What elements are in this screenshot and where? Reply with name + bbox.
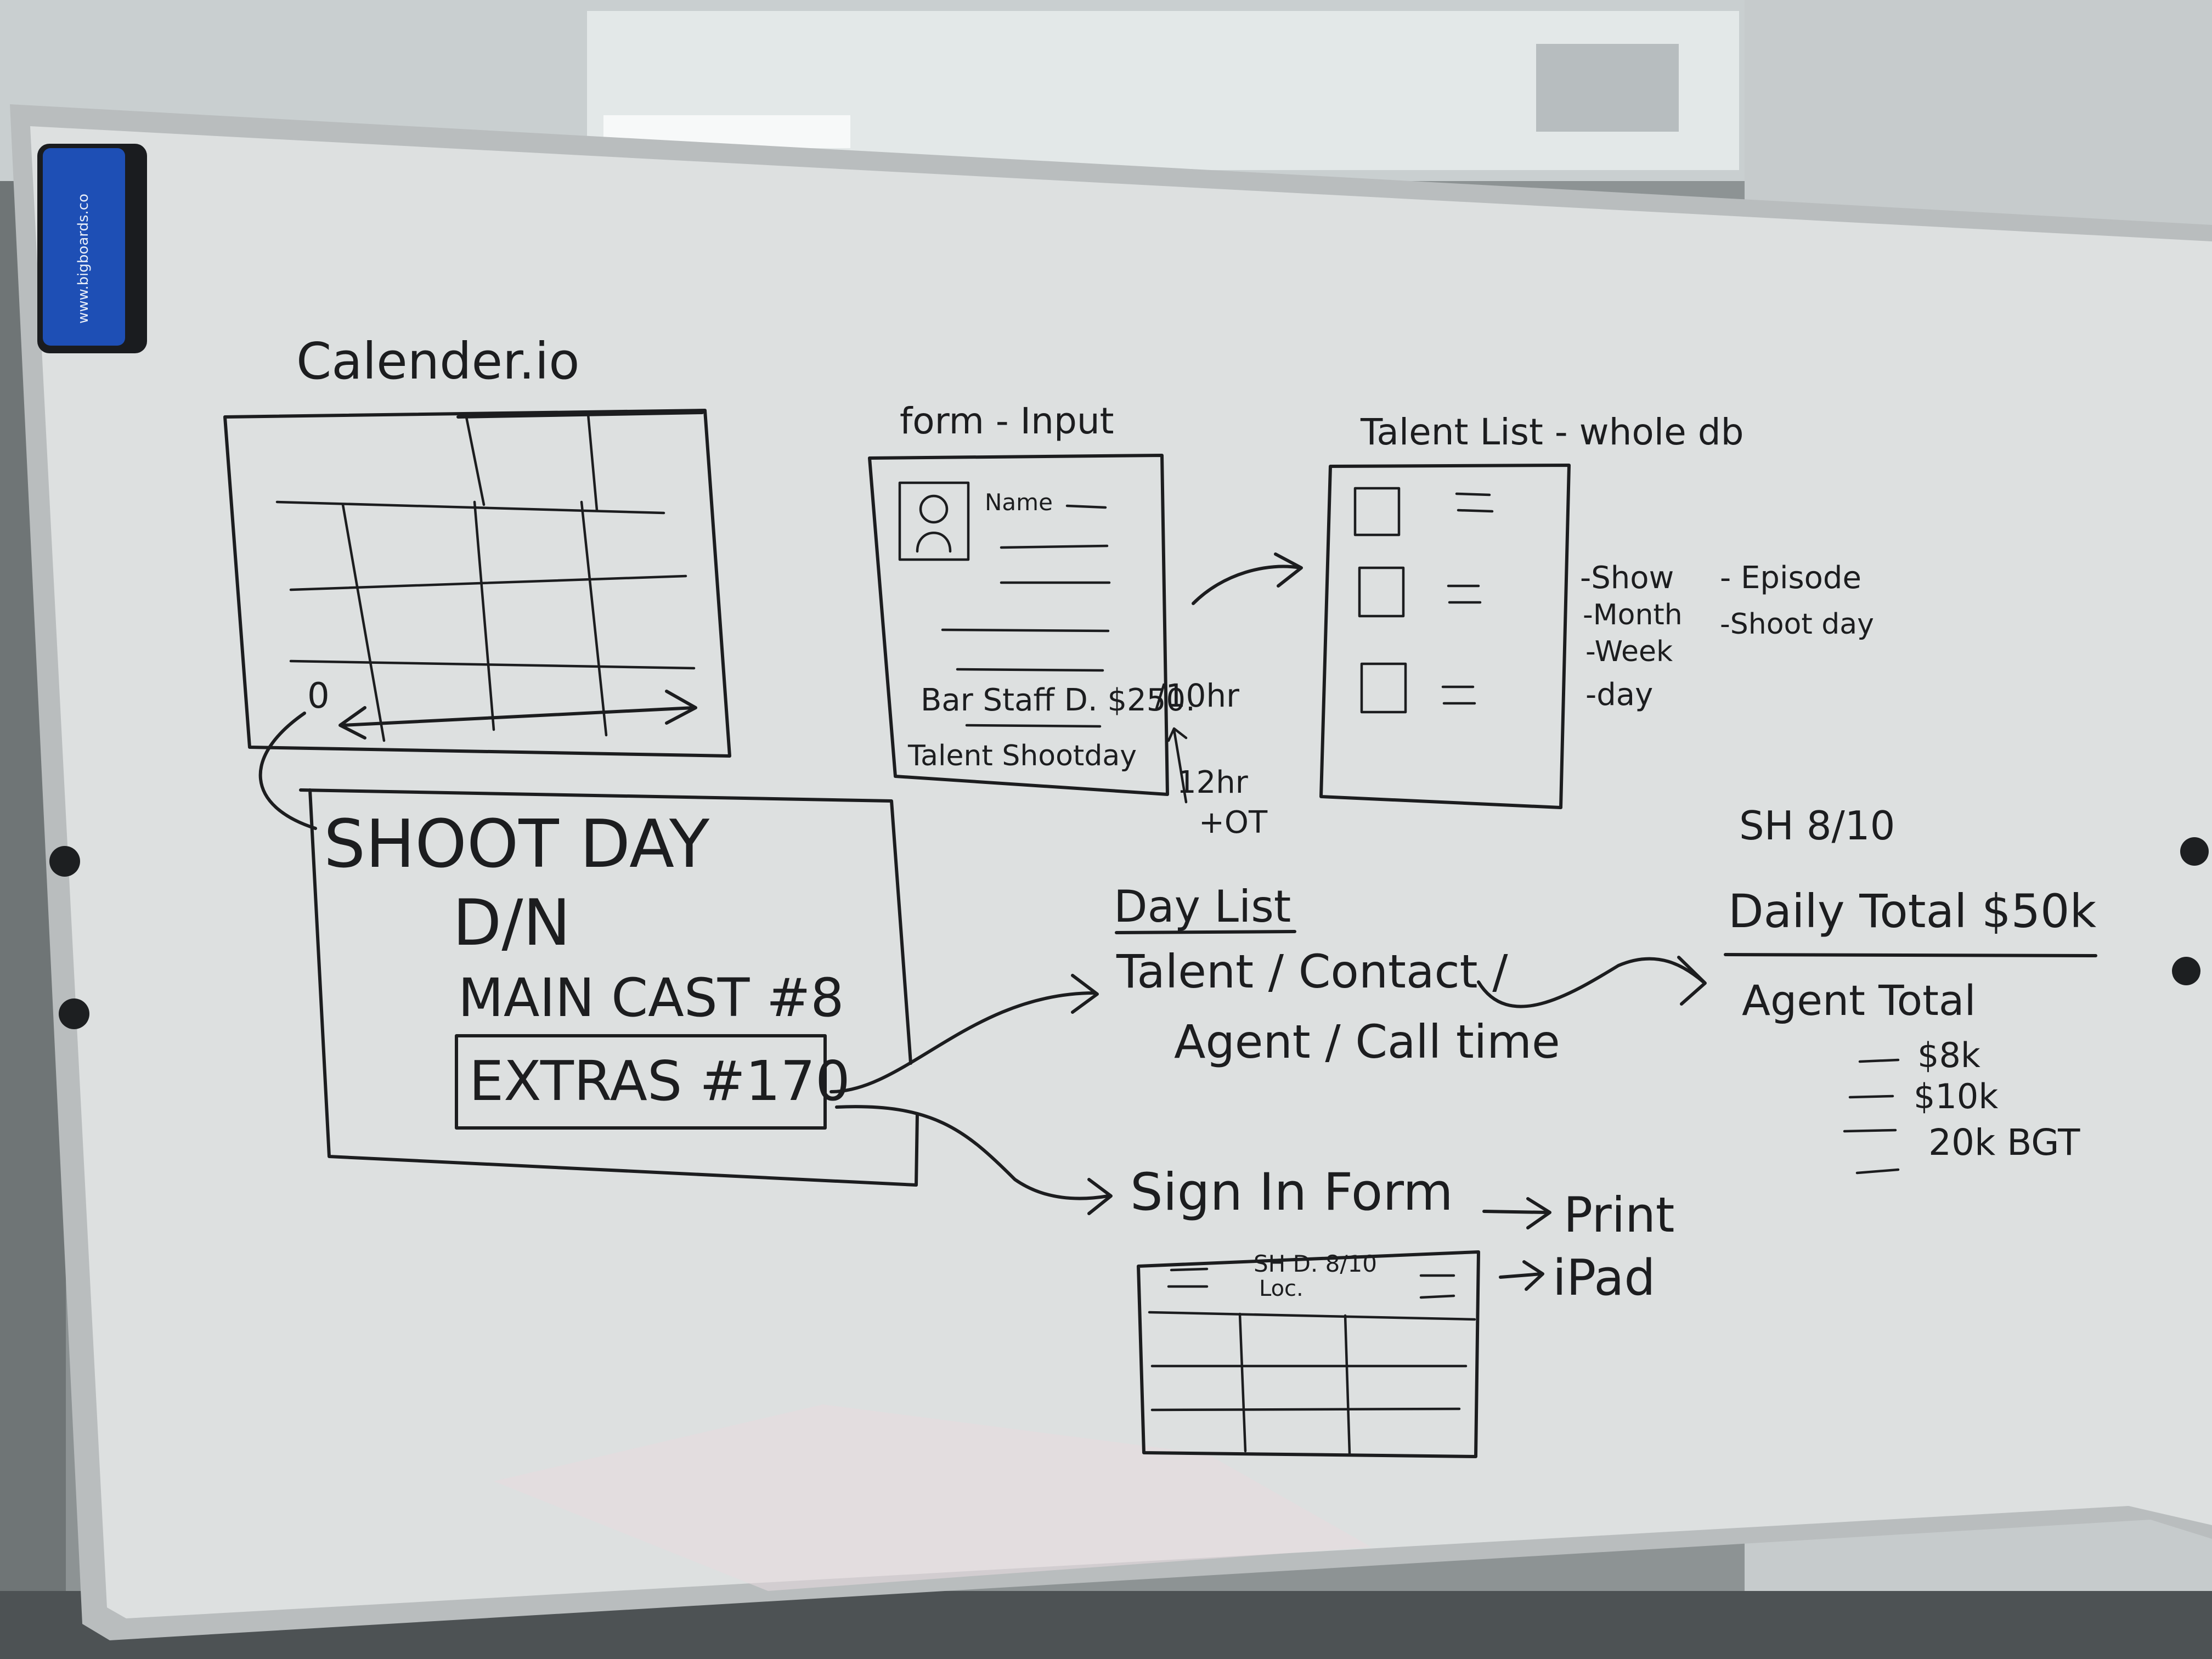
output-print: Print [1564,1187,1674,1243]
shoot-day-main-cast: MAIN CAST #8 [458,967,844,1029]
form-type-line: Talent Shootday [907,740,1137,772]
eraser-label: www.bigboards.co [75,194,92,324]
whiteboard [10,104,2212,1640]
totals-sketch: SH 8/10 Daily Total $50k Agent Total $8k… [1724,803,2097,1175]
shoot-day-extras: EXTRAS #170 [469,1049,850,1113]
form-overtime-2: +OT [1199,805,1268,840]
calendar-zero-mark: 0 [307,676,330,716]
sign-in-title: Sign In Form [1130,1163,1453,1222]
talent-list-sketch: Talent List - whole db -Show -Month -Wee… [1319,411,1874,809]
calendar-sketch: Calender.io 0 [223,332,731,830]
form-rate-unit: /10hr [1155,677,1239,714]
form-name-label: Name [985,489,1053,516]
day-list-title: Day List [1114,881,1291,932]
talent-checkbox-1 [1353,487,1401,537]
form-avatar-frame [898,481,970,561]
filter-day: -day [1585,677,1653,713]
calendar-title: Calender.io [296,332,580,391]
filter-episode: - Episode [1720,560,1861,596]
sign-in-header-2: Loc. [1259,1276,1304,1301]
board-clips [49,837,2209,1029]
agent-value-1: $8k [1917,1035,1980,1075]
filter-shoot-day: -Shoot day [1720,608,1874,641]
form-overtime-1: 12hr [1177,765,1249,800]
daily-total: Daily Total $50k [1728,884,2096,938]
day-list-line1: Talent / Contact / [1116,945,1508,998]
totals-date: SH 8/10 [1739,803,1895,849]
extras-box [455,1034,827,1130]
filter-week: -Week [1585,635,1673,668]
filter-show: -Show [1580,560,1674,596]
output-ipad: iPad [1553,1249,1656,1307]
agent-value-2: $10k [1914,1076,1998,1116]
sign-in-sketch: Sign In Form Print iPad SH D. 8/10 Loc. [1130,1163,1674,1458]
form-input-sketch: form - Input Name Bar Staff D. $250. /10… [868,400,1303,840]
talent-checkbox-2 [1358,566,1405,618]
shoot-day-box: SHOOT DAY D/N MAIN CAST #8 EXTRAS #170 [299,788,1113,1215]
talent-list-title: Talent List - whole db [1360,411,1744,453]
agent-value-3: 20k BGT [1928,1121,2080,1164]
eraser[interactable]: www.bigboards.co [37,144,147,353]
shoot-day-title: SHOOT DAY [324,806,710,883]
agent-total: Agent Total [1742,976,1976,1025]
day-list-sketch: Day List Talent / Contact / Agent / Call… [1114,881,1707,1069]
form-input-title: form - Input [900,400,1114,442]
filter-month: -Month [1583,599,1683,631]
day-list-line2: Agent / Call time [1174,1015,1560,1069]
sign-in-header-1: SH D. 8/10 [1254,1250,1377,1277]
talent-checkbox-3 [1360,662,1407,714]
form-rate-line: Bar Staff D. $250. [921,682,1195,718]
shoot-day-dn: D/N [453,886,571,960]
person-icon [916,494,952,553]
